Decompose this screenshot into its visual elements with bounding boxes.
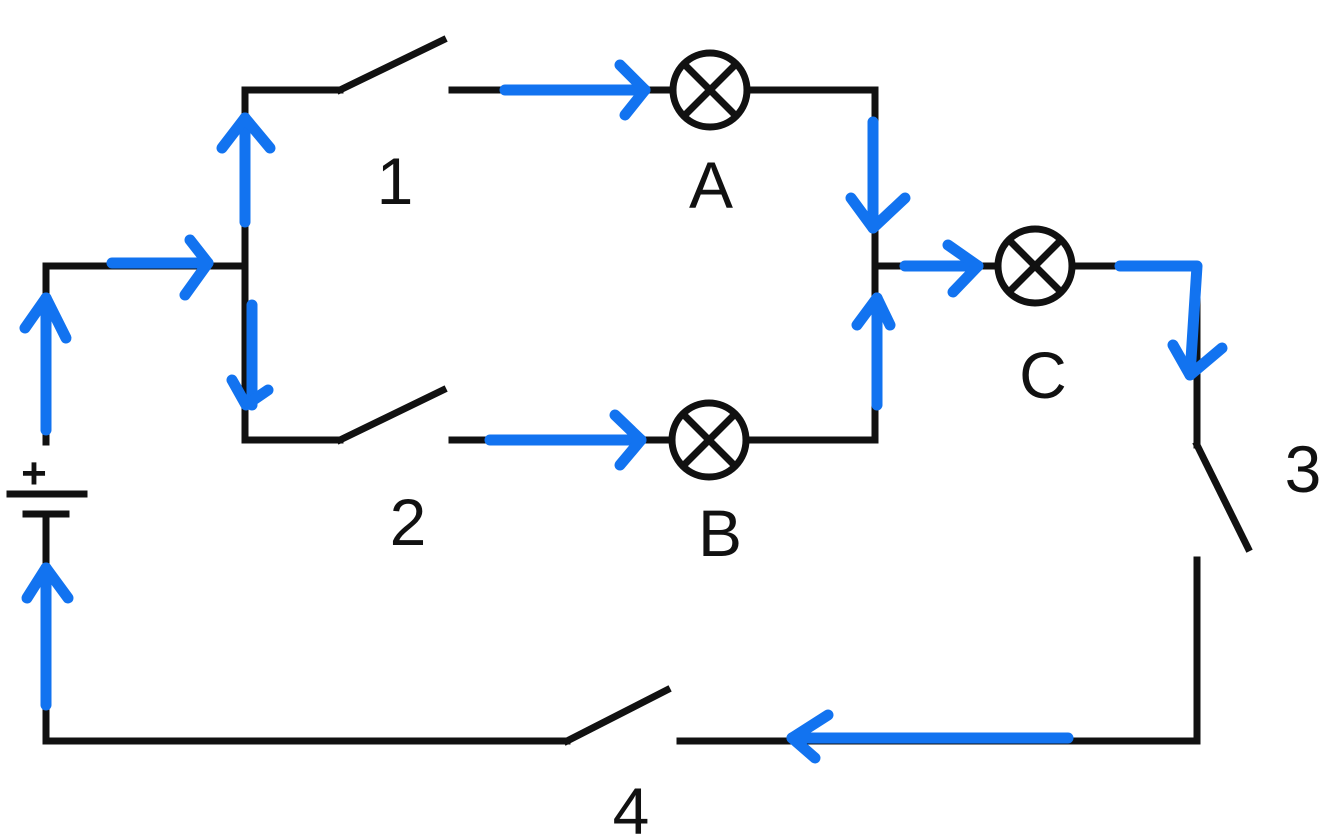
lamp-a-label: A	[689, 148, 733, 222]
wire-lampA-right	[744, 86, 879, 444]
switch-4-blade	[562, 685, 672, 746]
switch-4-label: 4	[613, 774, 650, 840]
arrow-top-branch-right-head	[614, 59, 651, 121]
arrow-bottom-branch-right-head	[609, 409, 647, 471]
lamp-c-label: C	[1019, 338, 1067, 412]
switch-2-label: 2	[390, 485, 427, 559]
lamp-b-label: B	[698, 496, 742, 570]
arrow-lampC-down-icon	[1114, 260, 1203, 381]
lamp-b-icon	[668, 399, 750, 481]
arrow-left-upper-up-head	[19, 292, 72, 344]
arrow-bus-down-head	[226, 374, 274, 411]
arrow-right-bus-up-head	[851, 292, 896, 331]
switch-3-label: 3	[1285, 432, 1322, 506]
arrow-left-lower-up-head	[21, 562, 74, 604]
arrow-to-lampC-head	[942, 239, 984, 298]
switch-2-blade	[335, 385, 448, 445]
switch-1-blade	[335, 35, 448, 95]
battery-positive-label: +	[21, 449, 47, 498]
switch-1-label: 1	[377, 144, 414, 218]
battery-icon: +	[6, 449, 88, 518]
arrow-right-bus-down-head	[845, 192, 911, 234]
current-flow	[19, 59, 1228, 764]
arrow-lampC-down-head	[1167, 339, 1228, 381]
arrow-bottom-left-head	[786, 709, 834, 764]
wire-switch4-battery	[42, 511, 571, 745]
wire-left-top	[42, 262, 249, 446]
arrow-top-left-right-head	[179, 234, 214, 301]
wire-switch3-bottom	[676, 556, 1201, 745]
lamp-c-icon	[994, 225, 1076, 307]
arrow-bus-up-head	[216, 112, 276, 154]
lamp-a-icon	[669, 49, 751, 131]
switch-3-blade	[1192, 440, 1253, 553]
